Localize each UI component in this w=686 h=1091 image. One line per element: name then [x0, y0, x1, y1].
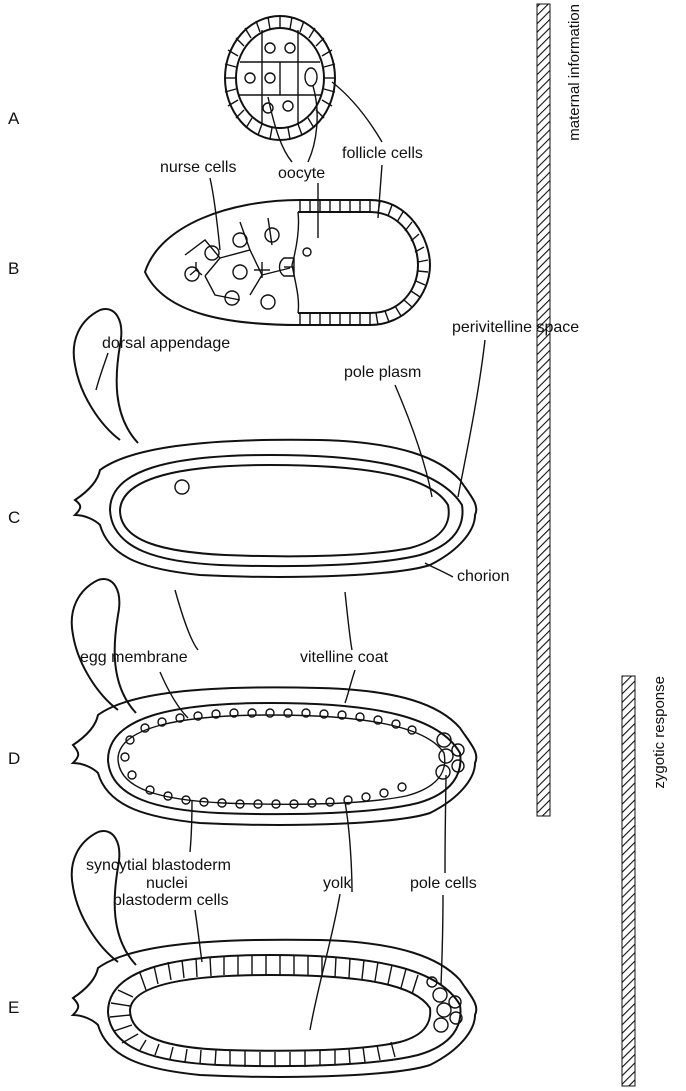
label-pole-plasm: pole plasm	[344, 364, 421, 381]
stage-label-a: A	[8, 109, 20, 128]
label-nurse-cells: nurse cells	[160, 159, 236, 176]
label-zygotic-response: zygotic response	[651, 676, 668, 789]
label-maternal-information: maternal information	[566, 4, 583, 141]
label-chorion: chorion	[457, 568, 509, 585]
label-vitelline-coat: vitelline coat	[300, 649, 389, 666]
label-syncytial-blastoderm-nuclei-line2: nuclei	[146, 875, 188, 892]
stage-label-c: C	[8, 508, 20, 527]
label-blastoderm-cells: blastoderm cells	[113, 892, 229, 909]
stage-label-e: E	[8, 998, 19, 1017]
label-syncytial-blastoderm-nuclei-line1: syncytial blastoderm	[86, 857, 231, 874]
maternal-information-bar	[537, 4, 550, 816]
stage-b-egg-chamber	[145, 200, 430, 325]
stage-d-egg	[72, 579, 477, 825]
label-egg-membrane: egg membrane	[80, 649, 188, 666]
label-yolk: yolk	[323, 875, 352, 892]
label-dorsal-appendage: dorsal appendage	[102, 335, 230, 352]
label-oocyte: oocyte	[278, 165, 325, 182]
label-pole-cells: pole cells	[410, 875, 477, 892]
label-perivitelline-space: perivitelline space	[452, 319, 579, 336]
zygotic-response-bar	[622, 676, 635, 1086]
stage-label-d: D	[8, 749, 20, 768]
label-follicle-cells: follicle cells	[342, 145, 423, 162]
stage-a-egg-chamber	[225, 16, 335, 140]
stage-label-b: B	[8, 259, 19, 278]
